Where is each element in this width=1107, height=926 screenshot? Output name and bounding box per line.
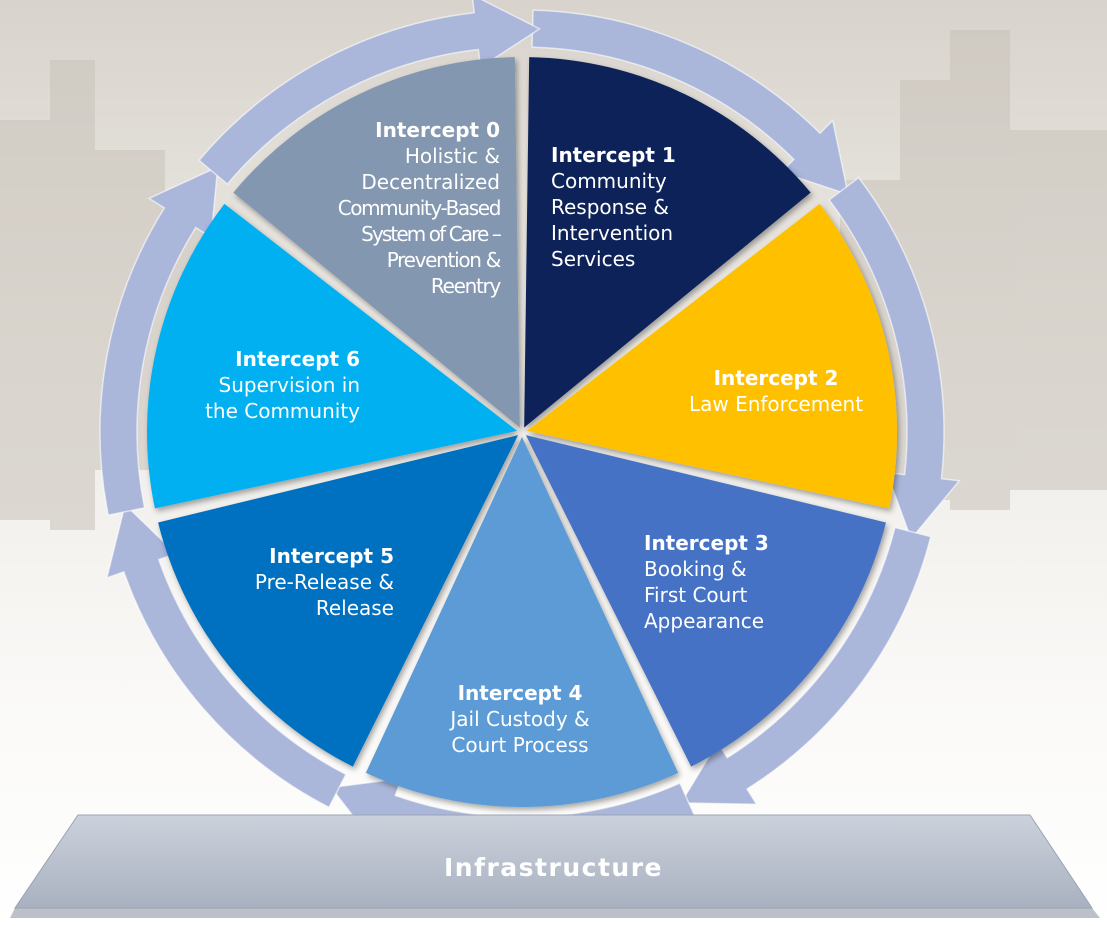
cycle-arrow-segment	[679, 526, 932, 806]
cycle-arrow-segment	[828, 176, 961, 541]
platform-slab	[14, 814, 1093, 909]
skyline-building	[950, 30, 1010, 510]
cycle-arrow-segment	[105, 503, 347, 809]
intercept-0-label: Intercept 0 Holistic & Decentralized Com…	[337, 118, 502, 298]
intercept-4-wedge	[158, 435, 519, 767]
infrastructure-label: Infrastructure	[444, 853, 663, 882]
intercept-wheel	[147, 57, 897, 807]
platform-shadow	[10, 908, 1100, 918]
cycle-arrow-segment	[531, 9, 850, 196]
intercept-6-label: Intercept 6 Supervision in the Community	[205, 347, 360, 423]
skyline-building	[1010, 130, 1107, 490]
intercept-5-wedge	[147, 203, 518, 509]
intercept-0-wedge	[524, 57, 811, 428]
cycle-arrow-segment	[198, 0, 542, 186]
intercept-5-label: Intercept 5 Pre-Release & Release	[254, 544, 394, 620]
intercept-1-wedge	[526, 203, 897, 509]
intercept-3-wedge	[365, 437, 679, 807]
cycle-arrow-segment	[99, 165, 219, 516]
skyline-building	[50, 60, 95, 530]
intercept-6-wedge	[233, 57, 520, 428]
infrastructure-platform	[10, 814, 1100, 918]
intercept-2-label: Intercept 2 Law Enforcement	[688, 366, 864, 416]
intercept-4-label: Intercept 4 Jail Custody & Court Process	[450, 681, 590, 757]
intercept-3-label: Intercept 3 Booking & First Court Appear…	[644, 531, 769, 633]
intercept-2-wedge	[525, 435, 886, 767]
intercept-1-label: Intercept 1 Community Response & Interve…	[551, 143, 676, 271]
